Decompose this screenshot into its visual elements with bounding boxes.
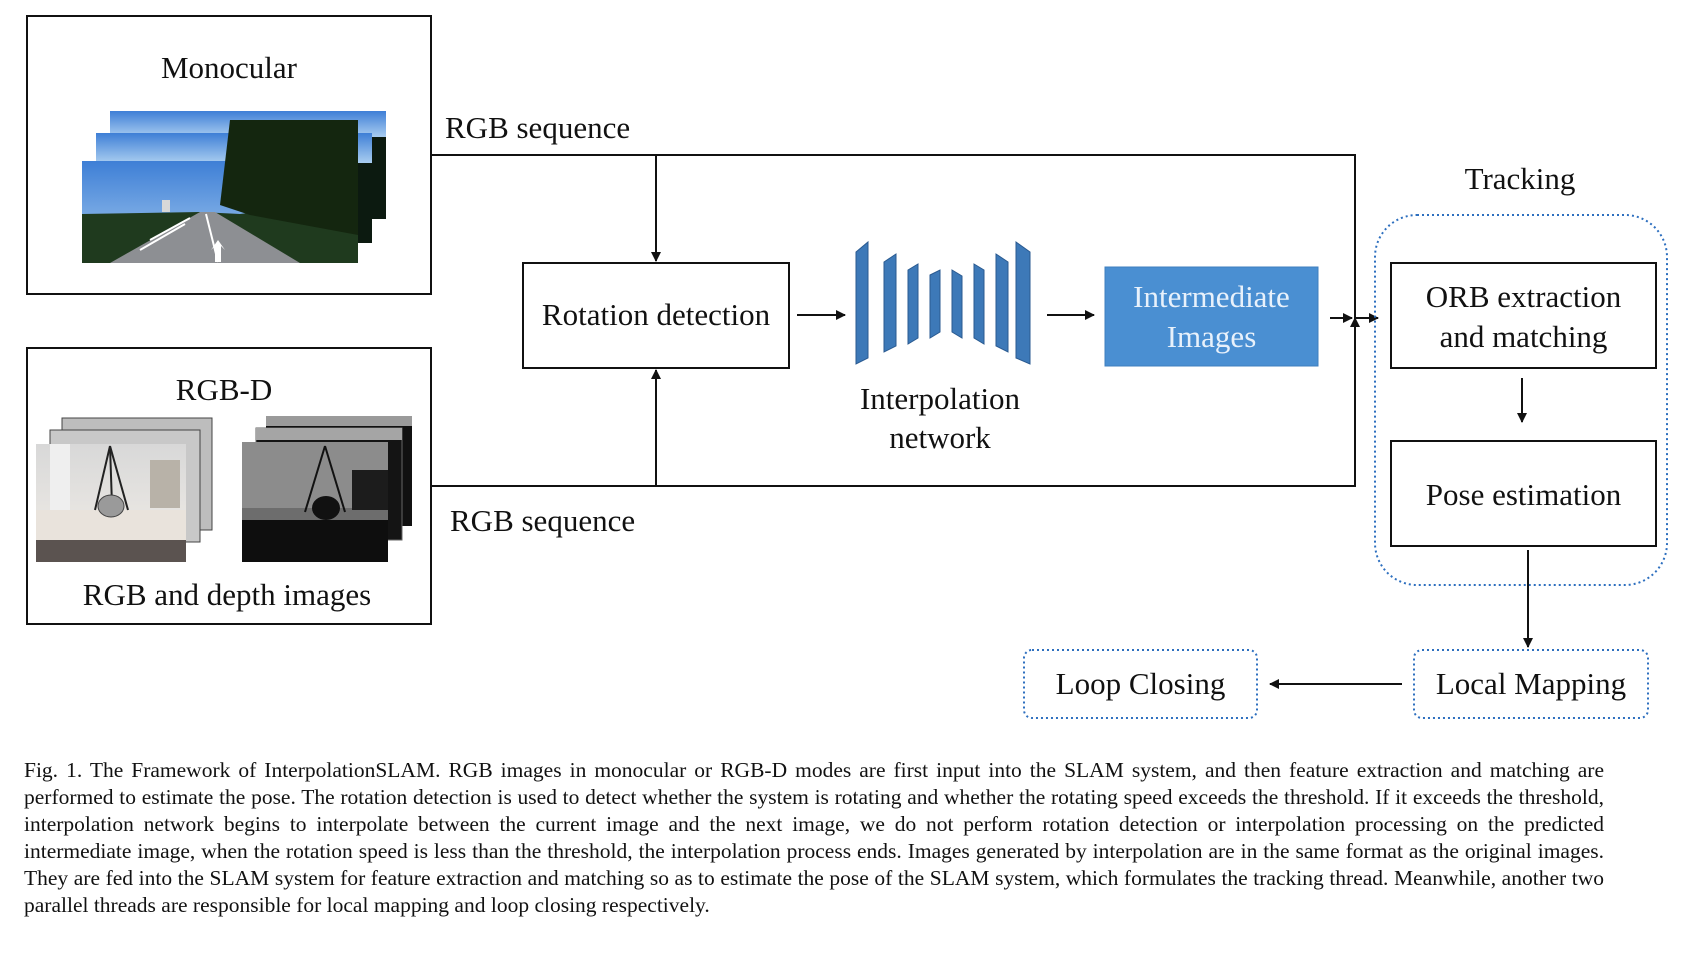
top-rgb-sequence-line	[431, 154, 1379, 323]
rgbd-title: RGB-D	[175, 372, 273, 407]
orb-box	[1390, 262, 1657, 369]
monocular-image-stack	[82, 111, 386, 263]
tracking-container	[1374, 214, 1668, 586]
intermediate-label-line1: Intermediate	[1133, 279, 1290, 314]
bottom-rgb-sequence-label: RGB sequence	[450, 503, 636, 538]
loop-closing-label: Loop Closing	[1055, 666, 1226, 701]
intermediate-label-line2: Images	[1166, 319, 1257, 354]
rgb-image-stack	[36, 417, 213, 562]
orb-label-line2: and matching	[1439, 319, 1608, 354]
intermediate-images-box	[1104, 266, 1319, 367]
diagram-canvas	[26, 15, 1668, 719]
pose-estimation-label: Pose estimation	[1425, 477, 1622, 512]
tracking-title: Tracking	[1464, 161, 1576, 196]
depth-image-stack	[242, 416, 412, 562]
bottom-rgb-sequence-line	[431, 317, 1360, 487]
rotation-detection-box	[522, 262, 790, 369]
pose-box	[1390, 440, 1657, 547]
local-mapping-label: Local Mapping	[1435, 666, 1627, 701]
interpolation-label-line1: Interpolation	[859, 381, 1021, 416]
orb-label-line1: ORB extraction	[1425, 279, 1622, 314]
local-mapping-box	[1413, 649, 1649, 719]
rgbd-subtitle: RGB and depth images	[82, 577, 372, 612]
monocular-title: Monocular	[160, 50, 298, 85]
figure-caption: Fig. 1. The Framework of InterpolationSL…	[24, 758, 1604, 917]
interpolation-label-line2: network	[889, 420, 991, 455]
loop-closing-box	[1023, 649, 1258, 719]
rotation-detection-label: Rotation detection	[541, 297, 771, 332]
framework-diagram: Monocular RGB-D RGB and depth images RGB…	[26, 15, 1668, 719]
top-rgb-sequence-label: RGB sequence	[445, 110, 631, 145]
interpolation-network-icon	[855, 240, 1031, 365]
